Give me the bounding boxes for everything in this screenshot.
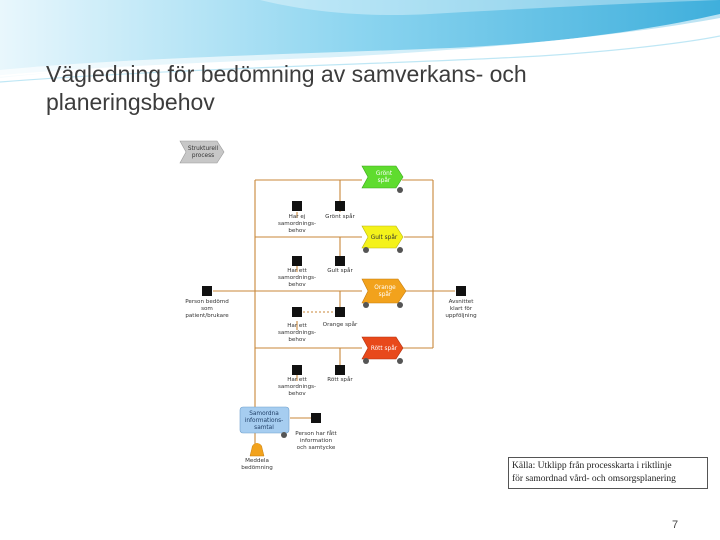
info-icon xyxy=(397,358,403,364)
event-red-need-line3: behov xyxy=(288,391,306,397)
yellow-label: Gult spår xyxy=(371,234,398,241)
event-green-need-line3: behov xyxy=(288,228,306,234)
source-line2: för samordnad vård- och omsorgsplanering xyxy=(512,474,676,484)
start-process-shape: Strukturell process xyxy=(179,140,225,164)
source-caption: Källa: Utklipp från processkarta i riktl… xyxy=(508,457,708,489)
start-label-line1: Strukturell xyxy=(188,146,219,152)
event-marker xyxy=(335,307,345,317)
event-yellow-need-line2: samordnings- xyxy=(278,275,316,281)
page-number: 7 xyxy=(672,519,679,531)
flow-lines xyxy=(213,179,455,448)
event-marker xyxy=(292,307,302,317)
slide-title-line1: Vägledning för bedömning av samverkans- … xyxy=(46,61,527,87)
blue-task-line3: samtal xyxy=(254,425,274,431)
event-green-need-line1: Har ej xyxy=(289,214,306,220)
event-marker xyxy=(292,201,302,211)
person-icon xyxy=(249,443,265,457)
doc-event-line3: och samtycke xyxy=(297,445,336,451)
bottom-event-line1: Meddela xyxy=(245,458,269,464)
green-label-line1: Grönt xyxy=(376,171,393,177)
yellow-events: Har ett samordnings- behov Gult spår xyxy=(278,256,353,288)
event-yellow-need-line3: behov xyxy=(288,282,306,288)
output-event: Avsnittet klart för uppföljning xyxy=(445,286,477,319)
red-track-shape: Rött spår xyxy=(361,336,404,364)
info-icon xyxy=(397,247,403,253)
output-event-line3: uppföljning xyxy=(445,313,477,319)
event-yellow-need-line1: Har ett xyxy=(287,268,307,274)
doc-event-line2: information xyxy=(300,438,333,444)
blue-task-line2: informations- xyxy=(245,418,284,424)
event-green-need-line2: samordnings- xyxy=(278,221,316,227)
info-icon xyxy=(397,187,403,193)
process-diagram: Strukturell process Grönt spår Gult spår… xyxy=(179,140,477,471)
input-event-line1: Person bedömd xyxy=(185,299,229,305)
red-label: Rött spår xyxy=(371,345,398,352)
event-red-track: Rött spår xyxy=(327,376,353,383)
orange-label-line2: spår xyxy=(379,291,392,298)
event-orange-need-line1: Har ett xyxy=(287,323,307,329)
green-events: Har ej samordnings- behov Grönt spår xyxy=(278,201,356,234)
info-icon xyxy=(397,302,403,308)
orange-track-shape: Orange spår xyxy=(361,278,407,308)
header-swoosh-decoration xyxy=(0,0,720,83)
event-marker xyxy=(456,286,466,296)
doc-event-line1: Person har fått xyxy=(295,430,337,437)
orange-label-line1: Orange xyxy=(374,285,396,291)
event-orange-need-line2: samordnings- xyxy=(278,330,316,336)
output-event-line2: klart för xyxy=(450,306,473,312)
red-events: Har ett samordnings- behov Rött spår xyxy=(278,365,353,397)
source-line1: Källa: Utklipp från processkarta i riktl… xyxy=(512,461,672,471)
event-marker xyxy=(335,256,345,266)
event-marker xyxy=(311,413,321,423)
input-event-line3: patient/brukare xyxy=(185,313,229,319)
event-orange-need-line3: behov xyxy=(288,337,306,343)
bottom-event: Meddela bedömning xyxy=(241,443,273,471)
event-marker xyxy=(292,256,302,266)
doc-event: Person har fått information och samtycke xyxy=(295,413,338,451)
start-label-line2: process xyxy=(192,153,214,159)
bottom-event-line2: bedömning xyxy=(241,465,273,471)
slide-title: Vägledning för bedömning av samverkans- … xyxy=(46,60,666,116)
event-marker xyxy=(202,286,212,296)
event-green-track: Grönt spår xyxy=(325,213,355,220)
blue-task-line1: Samordna xyxy=(249,411,279,417)
yellow-track-shape: Gult spår xyxy=(361,225,404,253)
event-red-need-line1: Har ett xyxy=(287,377,307,383)
event-orange-track: Orange spår xyxy=(323,321,358,328)
blue-task-shape: Samordna informations- samtal xyxy=(239,406,290,438)
green-label-line2: spår xyxy=(378,177,391,184)
event-marker xyxy=(335,365,345,375)
info-icon xyxy=(363,302,369,308)
input-event-line2: som xyxy=(201,306,213,312)
event-marker xyxy=(335,201,345,211)
orange-events: Har ett samordnings- behov Orange spår xyxy=(278,307,358,343)
input-event: Person bedömd som patient/brukare xyxy=(185,286,229,319)
event-marker xyxy=(292,365,302,375)
person-head-icon xyxy=(254,443,260,449)
info-icon xyxy=(281,432,287,438)
output-event-line1: Avsnittet xyxy=(449,299,475,305)
info-icon xyxy=(363,247,369,253)
event-red-need-line2: samordnings- xyxy=(278,384,316,390)
info-icon xyxy=(363,358,369,364)
event-yellow-track: Gult spår xyxy=(327,267,353,274)
green-track-shape: Grönt spår xyxy=(361,165,404,193)
slide-title-line2: planeringsbehov xyxy=(46,89,215,115)
